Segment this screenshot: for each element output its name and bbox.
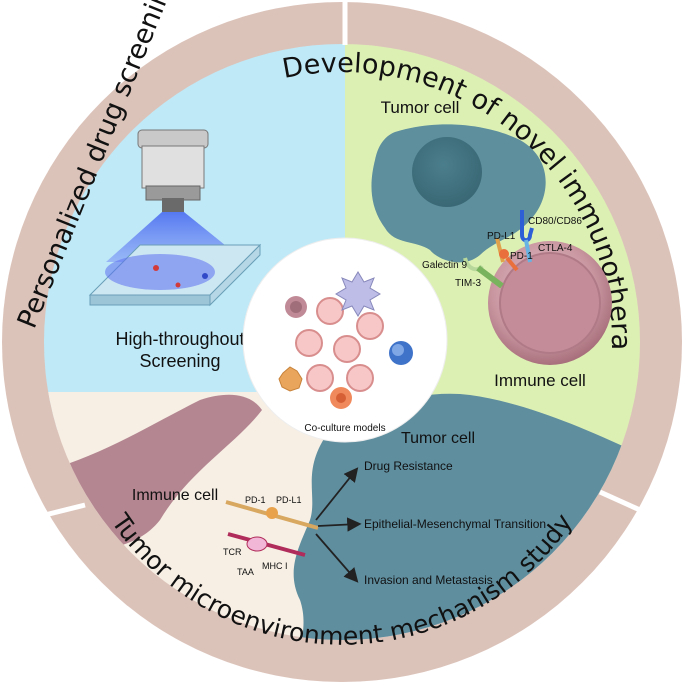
tme-interactions [225, 500, 319, 557]
immuno-immune-cell-label: Immune cell [494, 371, 586, 390]
co-culture-label: Co-culture models [304, 423, 385, 434]
pdl1-label-immuno: PD-L1 [487, 231, 516, 242]
tme-taa-label: TAA [237, 567, 254, 577]
pd1-label-immuno: PD-1 [510, 251, 533, 262]
outcome-invasion-metastasis: Invasion and Metastasis [364, 573, 493, 587]
tme-immune-cell-label: Immune cell [132, 487, 218, 504]
galectin9-label: Galectin 9 [422, 260, 467, 271]
screening-label-line1: High-throughout [115, 329, 244, 349]
co-culture-cells [278, 271, 413, 409]
tumor-nucleus [412, 137, 482, 207]
tme-tumor-cell-label: Tumor cell [401, 430, 475, 447]
checkpoint-receptors [463, 210, 534, 289]
tme-mhc-label: MHC I [262, 561, 288, 571]
immuno-tumor-cell-label: Tumor cell [381, 98, 460, 117]
immune-cell [488, 241, 612, 365]
tim3-label: TIM-3 [455, 278, 482, 289]
tme-pdl1-label: PD-L1 [276, 495, 302, 505]
screening-label-line2: Screening [139, 351, 220, 371]
well-plate [88, 243, 262, 307]
tme-tcr-label: TCR [223, 547, 242, 557]
divider-left [44, 502, 86, 518]
cd80-label: CD80/CD86 [528, 216, 582, 227]
ctla4-label: CTLA-4 [538, 243, 573, 254]
outcome-arrows [315, 467, 362, 583]
divider-right [598, 489, 642, 513]
tme-pd1-label: PD-1 [245, 495, 266, 505]
outcome-drug-resistance: Drug Resistance [364, 459, 453, 473]
microscope-icon [137, 129, 209, 212]
outcome-emt: Epithelial-Mesenchymal Transition [364, 517, 546, 531]
